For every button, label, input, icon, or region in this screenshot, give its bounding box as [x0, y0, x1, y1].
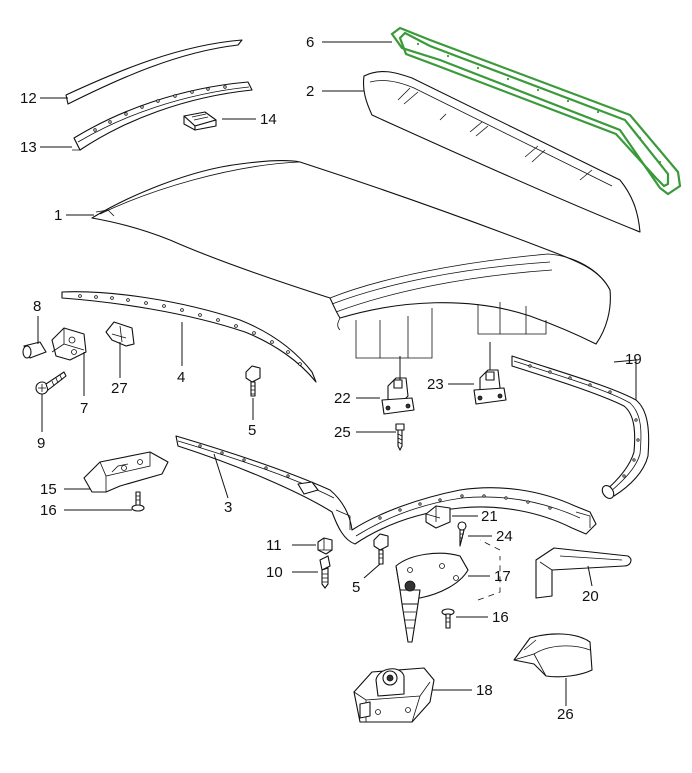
callout-4: 4 [177, 369, 185, 386]
callout-labels: 12 13 14 6 2 1 8 7 27 9 4 5 22 23 25 19 … [20, 34, 642, 723]
callout-12: 12 [20, 90, 37, 107]
part-screw-16-left[interactable] [131, 491, 145, 512]
part-mount-22[interactable] [381, 377, 415, 415]
callout-26: 26 [557, 706, 574, 723]
part-screw-24[interactable] [457, 521, 467, 547]
part-screw-10[interactable] [319, 555, 331, 589]
callout-18: 18 [476, 682, 493, 699]
part-rear-window-glass[interactable] [362, 70, 641, 233]
leader-lines [37, 41, 637, 706]
part-clip-27[interactable] [105, 321, 135, 347]
callout-11: 11 [266, 537, 282, 554]
callout-21: 21 [481, 508, 498, 525]
part-roof-shell[interactable] [91, 160, 611, 359]
callout-2: 2 [306, 83, 314, 100]
part-cap-26[interactable] [513, 633, 593, 678]
part-clip-21[interactable] [425, 505, 451, 529]
callout-9: 9 [37, 435, 45, 452]
part-pin-8[interactable] [22, 341, 47, 359]
part-window-seal[interactable] [390, 26, 682, 196]
callout-13: 13 [20, 139, 37, 156]
callout-16-left: 16 [40, 502, 57, 519]
part-screw-5-lower[interactable] [373, 533, 389, 565]
callout-24: 24 [496, 528, 513, 545]
part-mount-23[interactable] [473, 369, 507, 405]
callout-7: 7 [80, 400, 88, 417]
callout-5-upper: 5 [248, 422, 256, 439]
part-trim-strip-12[interactable] [65, 39, 243, 105]
callout-5-lower: 5 [352, 579, 360, 596]
part-rear-seal-frame[interactable] [511, 355, 650, 501]
part-screw-16-right[interactable] [441, 608, 455, 629]
part-hinge-bracket[interactable] [51, 327, 87, 361]
callout-10: 10 [266, 564, 283, 581]
part-nut-11[interactable] [317, 537, 333, 555]
part-clip-14[interactable] [183, 111, 217, 131]
callout-8: 8 [33, 298, 41, 315]
callout-17: 17 [494, 568, 511, 585]
callout-22: 22 [334, 390, 351, 407]
callout-15: 15 [40, 481, 57, 498]
callout-25: 25 [334, 424, 351, 441]
callout-1: 1 [54, 207, 62, 224]
callout-23: 23 [427, 376, 444, 393]
callout-14: 14 [260, 111, 277, 128]
callout-19: 19 [625, 351, 642, 368]
part-front-rail-strip[interactable] [61, 291, 317, 383]
part-cover-angle[interactable] [535, 547, 632, 599]
part-side-rail[interactable] [175, 435, 597, 545]
callout-6: 6 [306, 34, 314, 51]
callout-27: 27 [111, 380, 128, 397]
part-seal-strip-13[interactable] [72, 81, 253, 151]
part-screw-25[interactable] [395, 423, 405, 451]
callout-20: 20 [582, 588, 599, 605]
callout-16-right: 16 [492, 609, 509, 626]
part-latch-plate[interactable] [83, 451, 169, 493]
part-screw-5-upper[interactable] [245, 365, 261, 397]
part-screw-9[interactable] [35, 371, 67, 395]
callout-3: 3 [224, 499, 232, 516]
part-locking-pin-bracket[interactable] [395, 539, 501, 643]
part-lock-housing[interactable] [353, 667, 435, 723]
